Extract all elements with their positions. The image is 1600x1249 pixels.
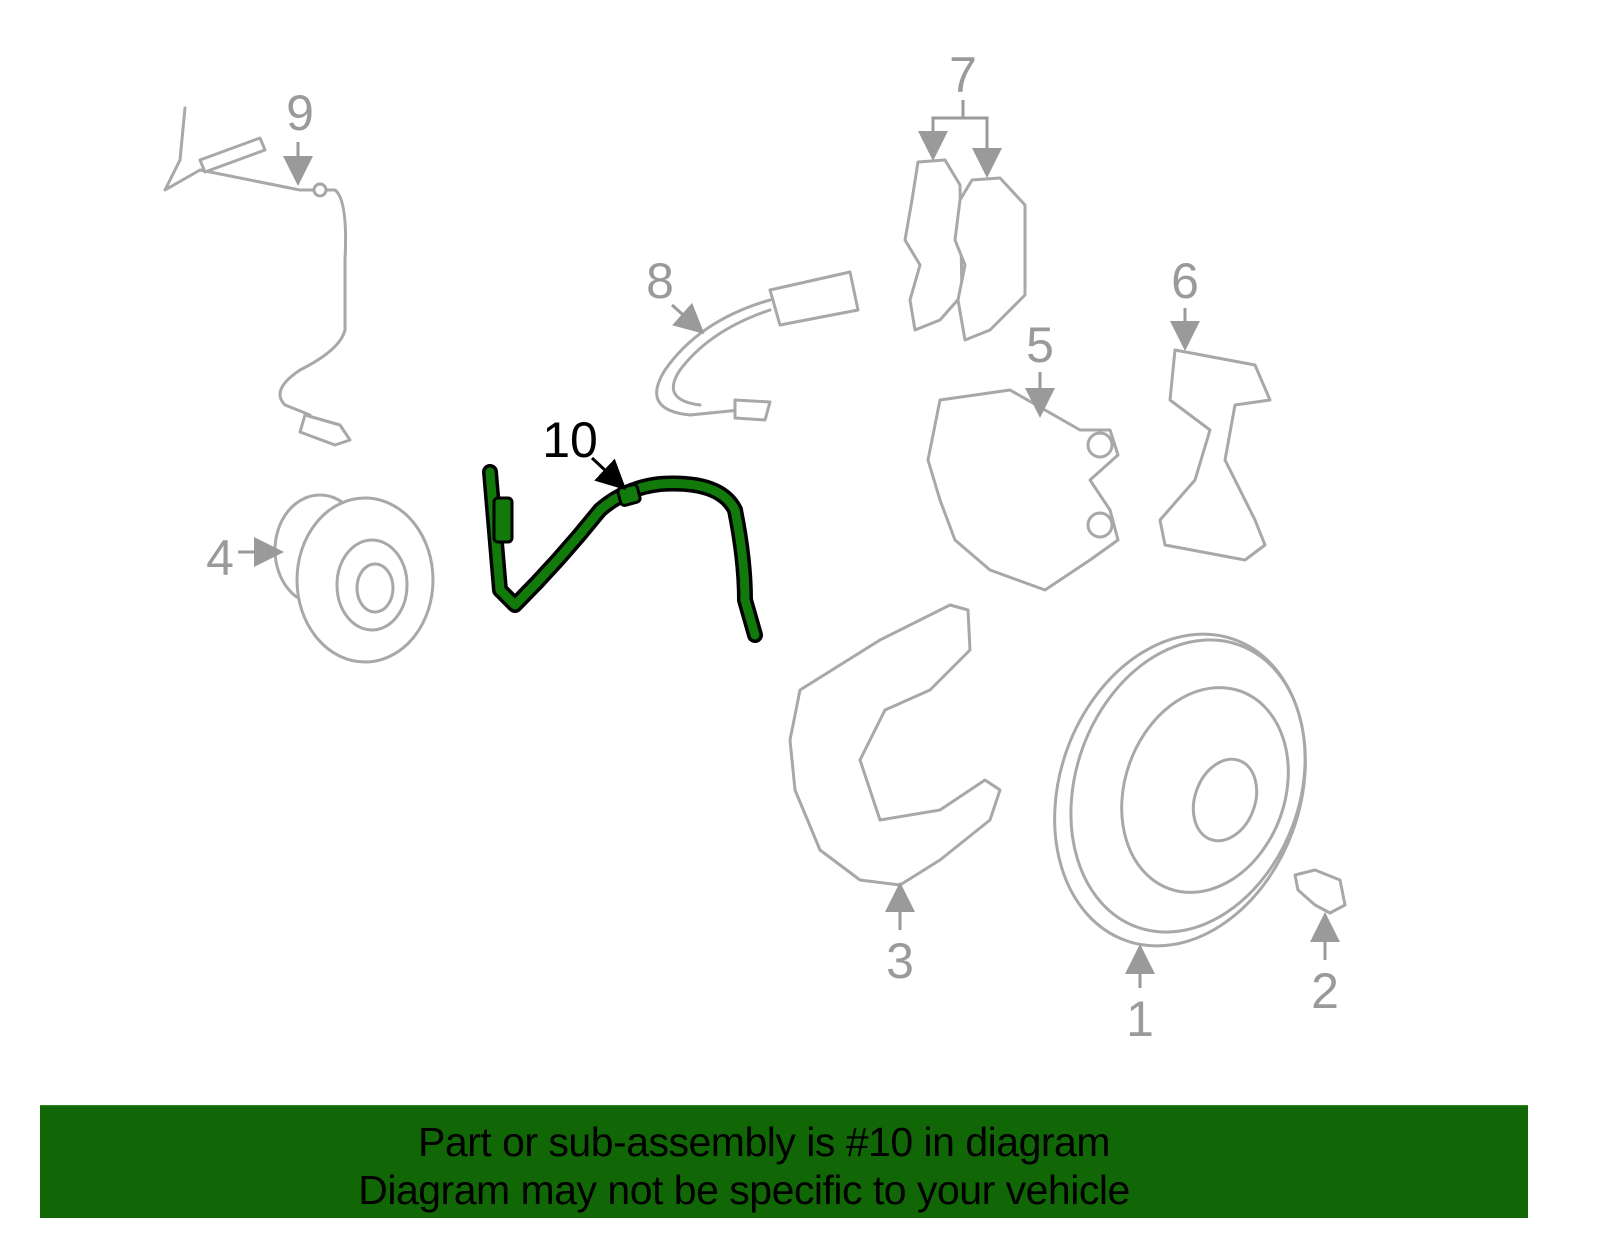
callout-1: 1 (1126, 991, 1154, 1047)
part-10-brake-hose[interactable] (482, 464, 763, 643)
part-1-brake-rotor[interactable] (1013, 599, 1348, 982)
part-5-caliper[interactable] (926, 388, 1120, 592)
banner-line-1: Part or sub-assembly is #10 in diagram (418, 1119, 1110, 1165)
callout-7: 7 (949, 47, 977, 103)
callout-5: 5 (1026, 317, 1054, 373)
callout-10: 10 (542, 412, 598, 468)
callout-8: 8 (646, 253, 674, 309)
callout-6: 6 (1171, 253, 1199, 309)
part-6-caliper-bracket[interactable] (1158, 348, 1272, 562)
callout-arrows (238, 100, 1340, 988)
part-9-wheel-speed-sensor[interactable] (163, 106, 352, 447)
callout-3: 3 (886, 933, 914, 989)
part-7-brake-pads[interactable] (903, 158, 1027, 342)
part-8-pad-wear-sensor[interactable] (655, 270, 860, 422)
callout-9: 9 (286, 85, 314, 141)
part-2-bolt[interactable] (1293, 868, 1347, 915)
callout-4: 4 (206, 530, 234, 586)
banner-line-2: Diagram may not be specific to your vehi… (358, 1167, 1130, 1213)
info-banner: Part or sub-assembly is #10 in diagram D… (40, 1105, 1528, 1218)
part-3-splash-shield[interactable] (788, 603, 1002, 887)
part-4-wheel-hub[interactable] (273, 493, 435, 664)
callout-2: 2 (1311, 963, 1339, 1019)
